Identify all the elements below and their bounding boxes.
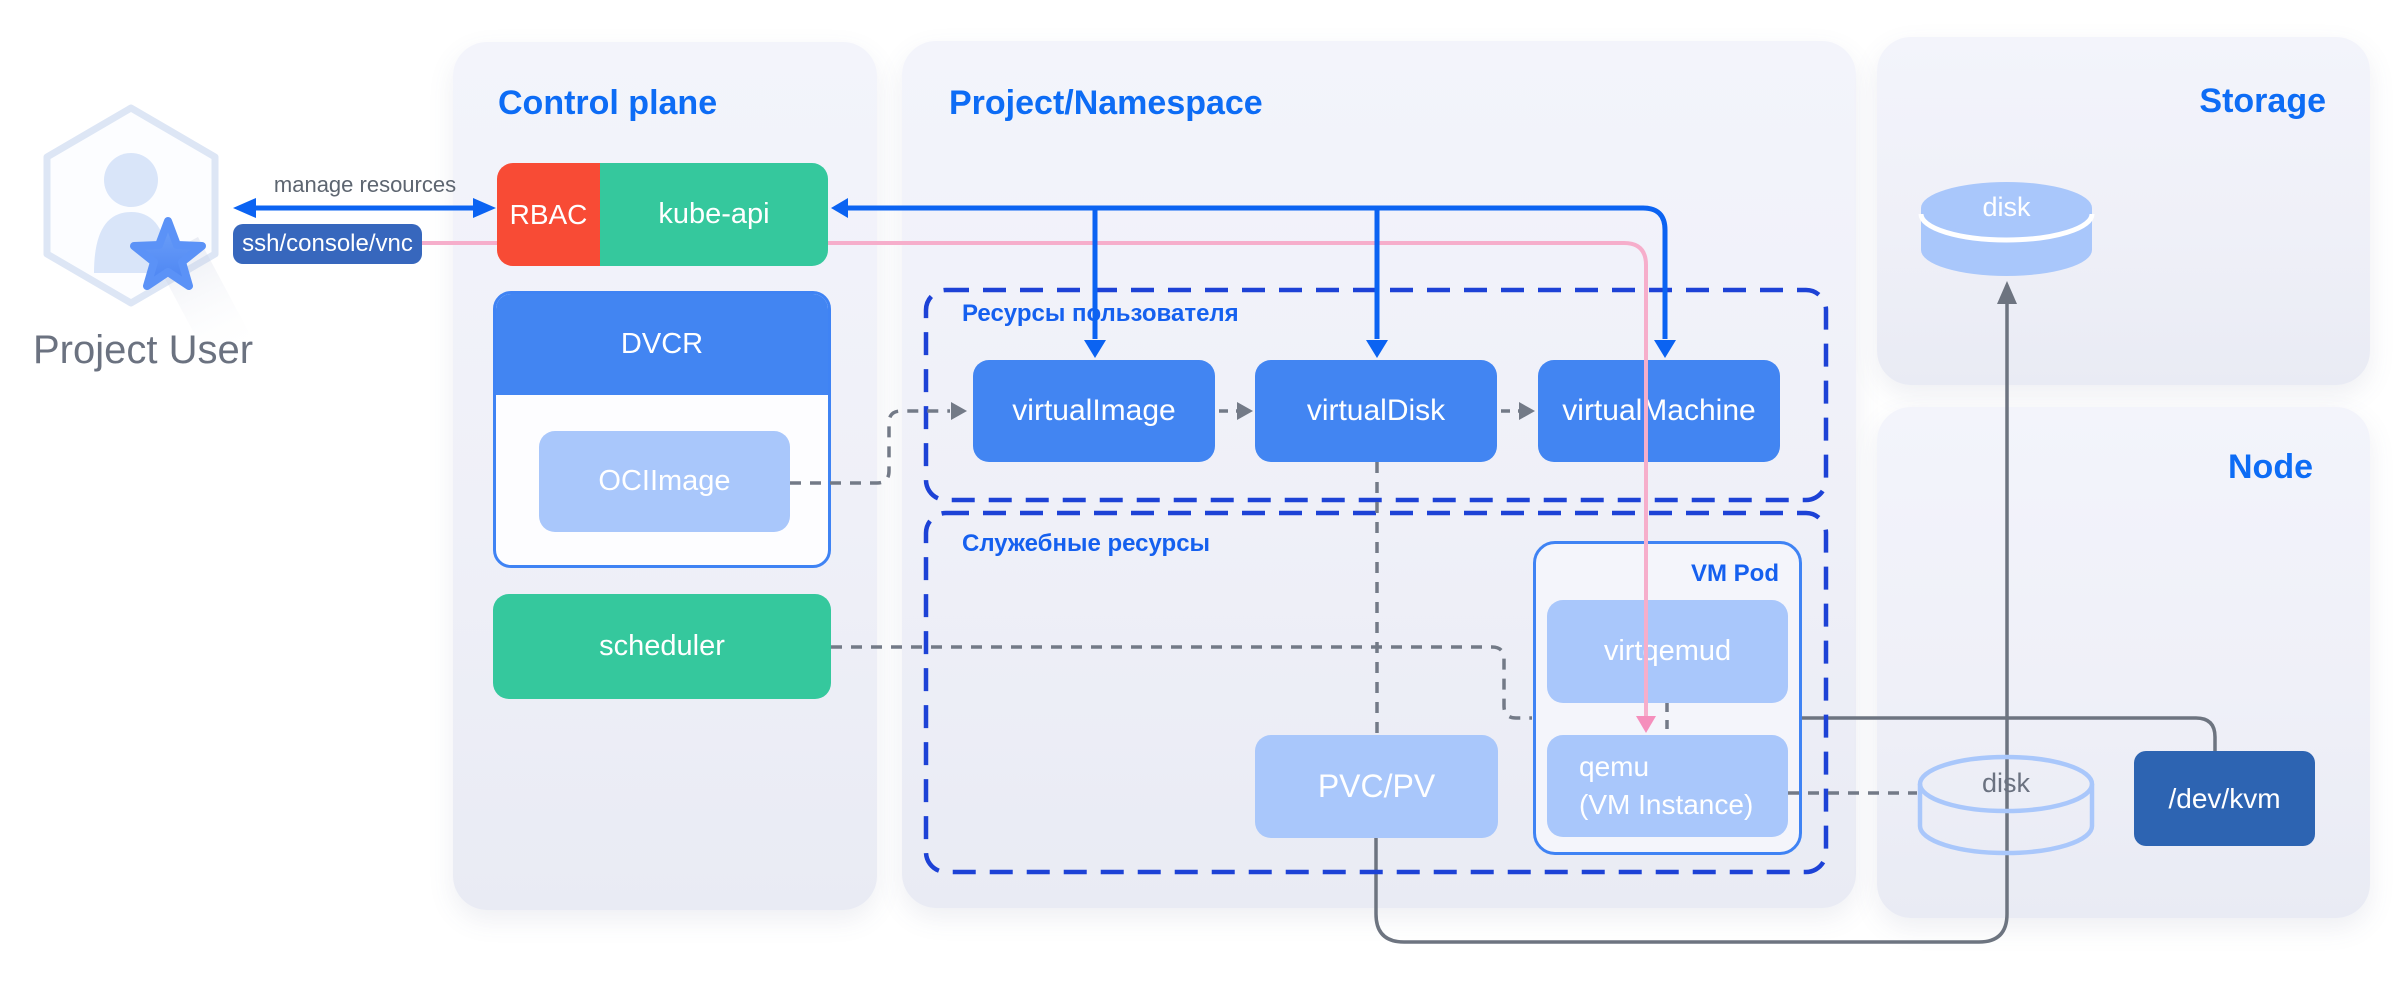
pvc-pv-box: PVC/PV — [1255, 735, 1498, 838]
dev-kvm-box: /dev/kvm — [2134, 751, 2315, 846]
qemu-box: qemu (VM Instance) — [1547, 735, 1788, 837]
node-disk-icon — [1917, 754, 2095, 856]
vm-pod-label: VM Pod — [1691, 560, 1779, 587]
virtual-machine-box: virtualMachine — [1538, 360, 1780, 462]
scheduler-box: scheduler — [493, 594, 831, 699]
project-user-icon — [43, 104, 262, 365]
control-plane-title: Control plane — [498, 84, 718, 122]
oci-image-box: OCIImage — [539, 431, 790, 532]
project-namespace-title: Project/Namespace — [949, 84, 1263, 122]
qemu-label-line2: (VM Instance) — [1579, 789, 1754, 820]
qemu-label-line1: qemu — [1579, 751, 1650, 783]
user-resources-label: Ресурсы пользователя — [962, 300, 1239, 327]
rbac-box: RBAC — [497, 163, 600, 266]
project-user-label: Project User — [33, 328, 254, 372]
kube-api-box: kube-api — [600, 163, 828, 266]
storage-disk-label: disk — [1982, 192, 2031, 222]
manage-resources-label: manage resources — [273, 172, 457, 197]
node-title: Node — [2228, 448, 2313, 486]
ssh-console-vnc-pill: ssh/console/vnc — [233, 224, 422, 264]
vm-pod-group: VM Pod virtqemud qemu (VM Instance) — [1533, 541, 1802, 855]
service-resources-label: Служебные ресурсы — [962, 530, 1211, 557]
virtqemud-box: virtqemud — [1547, 600, 1788, 703]
storage-title: Storage — [2199, 82, 2326, 120]
storage-disk-icon — [1918, 182, 2095, 276]
virtual-disk-box: virtualDisk — [1255, 360, 1497, 462]
virtual-image-box: virtualImage — [973, 360, 1215, 462]
node-disk-label: disk — [1981, 768, 2030, 798]
dvcr-header: DVCR — [496, 294, 828, 395]
star-icon — [130, 217, 206, 290]
